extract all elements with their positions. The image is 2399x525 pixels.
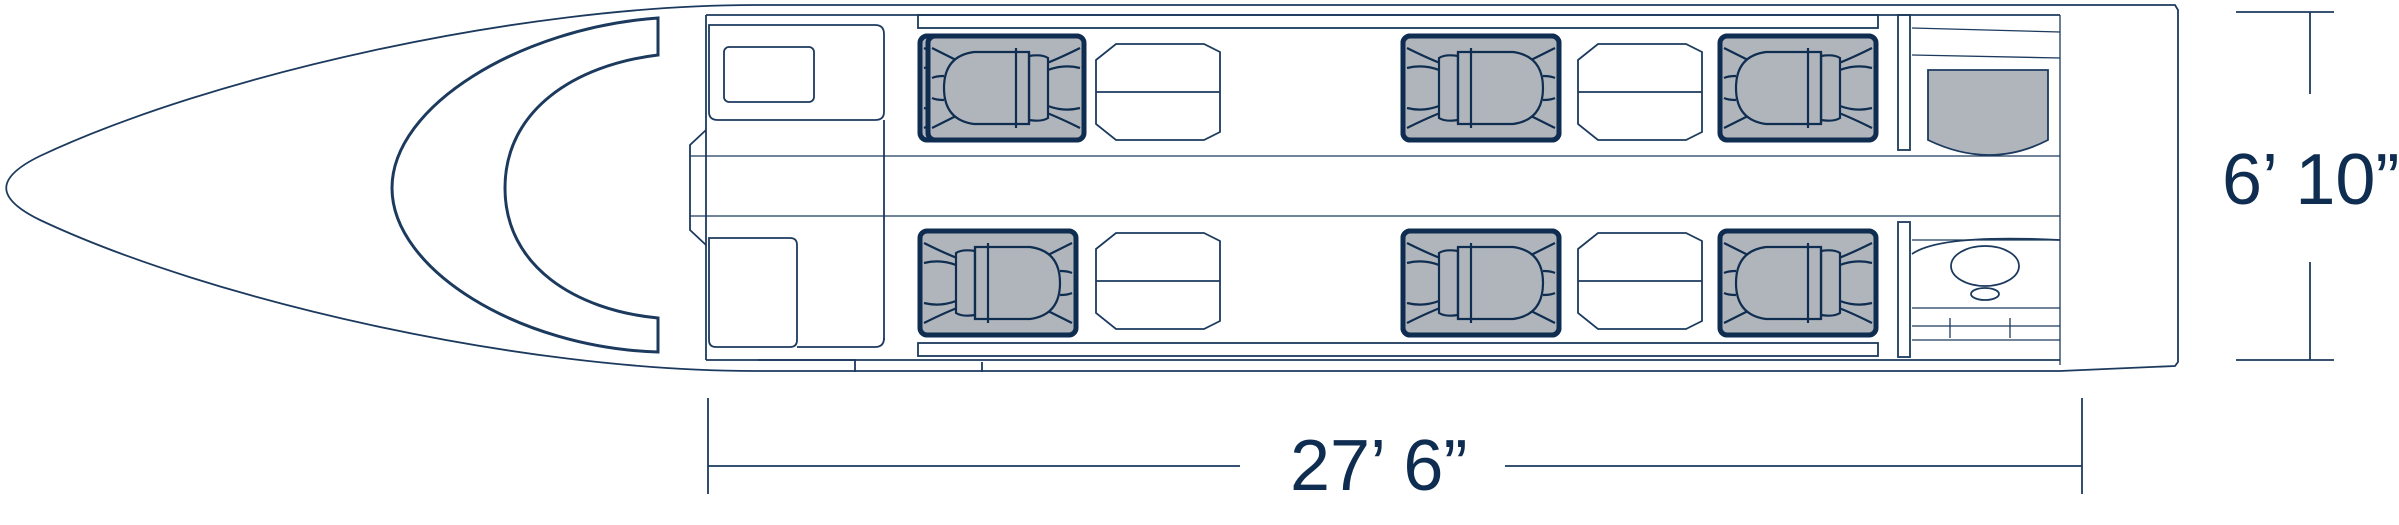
seat-icon [1720,36,1876,140]
table-icon [1577,232,1703,330]
length-dimension: 27’ 6” [707,398,2083,506]
cockpit-windshield [390,16,660,354]
lower-side-ledge [917,342,1879,357]
table-icon [1095,43,1221,141]
fuselage-outline [5,4,2179,372]
forward-galley [708,24,983,372]
lavatory-sink-icon [1950,245,2020,287]
upper-side-ledge [917,14,1879,29]
height-dimension: 6’ 10” [2222,11,2399,361]
seat-icon [1403,231,1559,335]
aft-lavatory [1897,14,2061,358]
length-label: 27’ 6” [1290,426,1467,506]
seat-icon [1720,231,1876,335]
table-icon [1577,43,1703,141]
table-icon [1095,232,1221,330]
seat-icon [928,36,1084,140]
height-label: 6’ 10” [2222,140,2399,220]
seat-icon [1403,36,1559,140]
seat-icon [920,231,1076,335]
